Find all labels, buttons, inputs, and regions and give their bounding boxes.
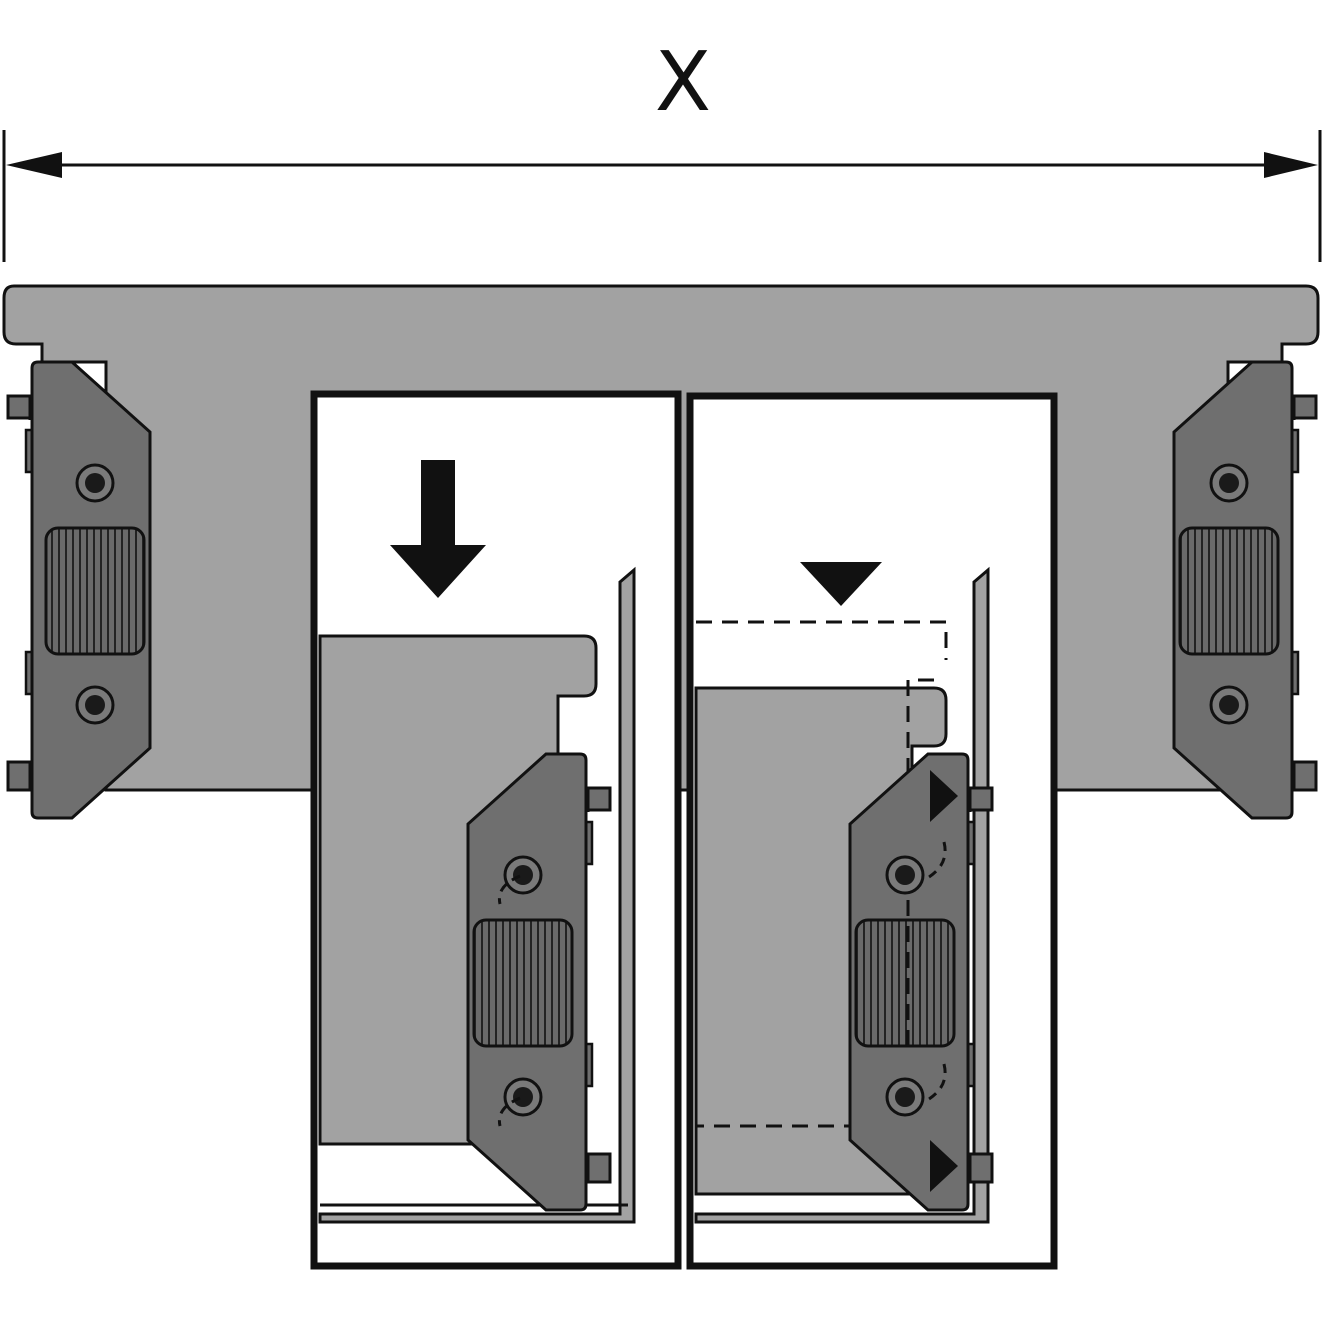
dashed-hook-lower bbox=[497, 1096, 521, 1127]
front-clip-right bbox=[1172, 360, 1318, 820]
drawer-side-profile bbox=[318, 566, 636, 1224]
arrowhead-left-icon bbox=[6, 152, 62, 178]
dashed-hook-upper bbox=[497, 874, 521, 905]
dimension-x: X bbox=[2, 35, 1322, 262]
step-2-engage-panel bbox=[686, 392, 1058, 1270]
dashed-hook-upper-2 bbox=[923, 841, 947, 882]
triangle-right-icon-upper bbox=[930, 770, 958, 822]
triangle-right-icon-lower bbox=[930, 1140, 958, 1192]
drawer-side-profile-2 bbox=[694, 566, 990, 1224]
front-clip-left bbox=[6, 360, 152, 820]
dimension-label: X bbox=[655, 35, 711, 130]
step-1-insert-panel bbox=[310, 390, 682, 1270]
arrow-down-icon bbox=[390, 460, 486, 598]
triangle-down-icon bbox=[800, 562, 882, 606]
arrowhead-right-icon bbox=[1264, 152, 1318, 178]
dashed-hook-lower-2 bbox=[923, 1063, 947, 1104]
